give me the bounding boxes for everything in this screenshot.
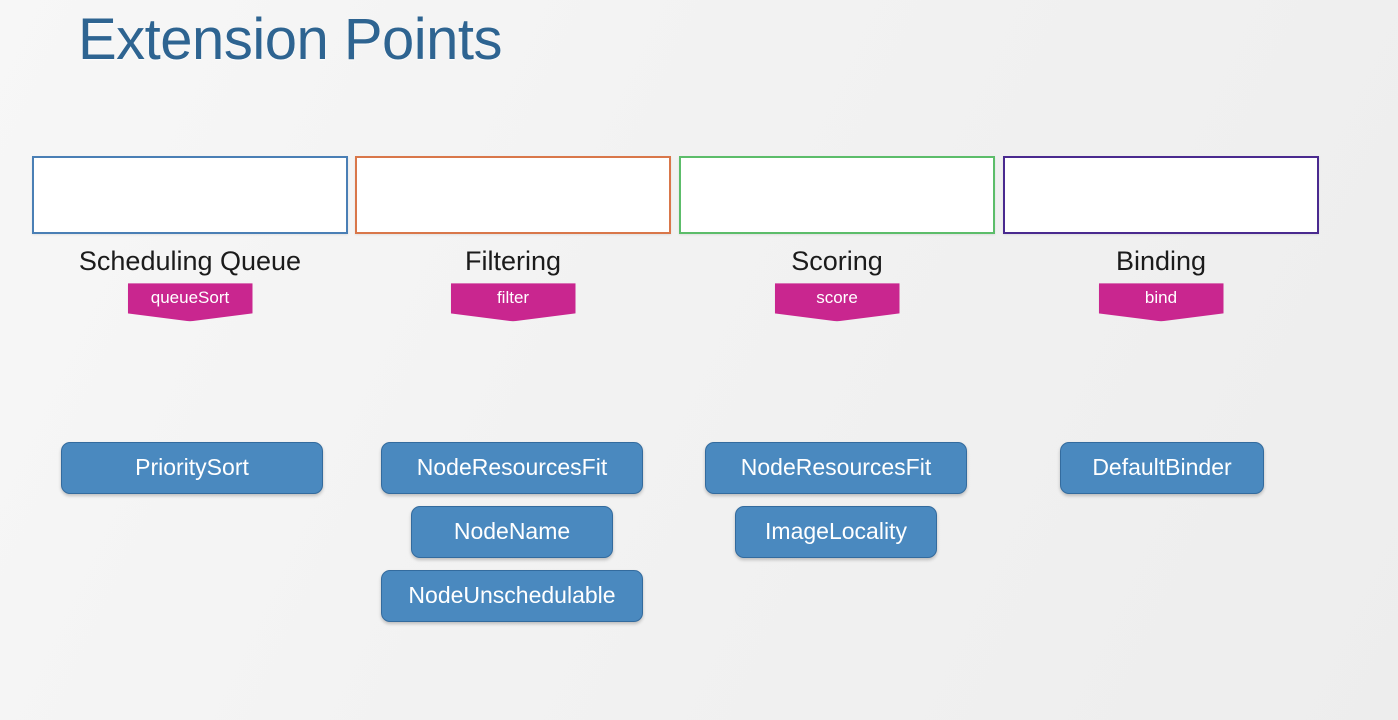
extension-point-badge[interactable]: bind bbox=[1098, 283, 1224, 322]
badge-wrapper: bind bbox=[1003, 283, 1319, 322]
extension-point-badge[interactable]: filter bbox=[450, 283, 576, 322]
badge-wrapper: score bbox=[679, 283, 995, 322]
stage-box[interactable] bbox=[1003, 156, 1319, 234]
stage-label: Filtering bbox=[464, 246, 562, 276]
extension-point-badge[interactable]: queueSort bbox=[127, 283, 253, 322]
plugin-pill[interactable]: DefaultBinder bbox=[1060, 442, 1264, 494]
plugin-pill[interactable]: NodeUnschedulable bbox=[381, 570, 643, 622]
plugin-pill[interactable]: NodeName bbox=[411, 506, 613, 558]
stage-label: Scheduling Queue bbox=[78, 246, 302, 276]
plugin-pill[interactable]: ImageLocality bbox=[735, 506, 937, 558]
page-title: Extension Points bbox=[78, 7, 503, 72]
stage-box[interactable] bbox=[355, 156, 671, 234]
plugin-pill[interactable]: PrioritySort bbox=[61, 442, 323, 494]
stage-column-3: Binding bind bbox=[1003, 156, 1319, 322]
stage-column-1: Filtering filter bbox=[355, 156, 671, 322]
extension-point-badge[interactable]: score bbox=[774, 283, 900, 322]
stage-box[interactable] bbox=[32, 156, 348, 234]
stage-column-0: Scheduling Queue queueSort bbox=[32, 156, 348, 322]
badge-wrapper: filter bbox=[355, 283, 671, 322]
plugin-column-0: PrioritySort bbox=[61, 442, 323, 494]
stage-label: Scoring bbox=[791, 246, 883, 276]
stage-box[interactable] bbox=[679, 156, 995, 234]
stage-label: Binding bbox=[1115, 246, 1207, 276]
plugin-column-3: DefaultBinder bbox=[1060, 442, 1264, 494]
badge-wrapper: queueSort bbox=[32, 283, 348, 322]
plugin-pill[interactable]: NodeResourcesFit bbox=[705, 442, 967, 494]
stage-column-2: Scoring score bbox=[679, 156, 995, 322]
plugin-pill[interactable]: NodeResourcesFit bbox=[381, 442, 643, 494]
